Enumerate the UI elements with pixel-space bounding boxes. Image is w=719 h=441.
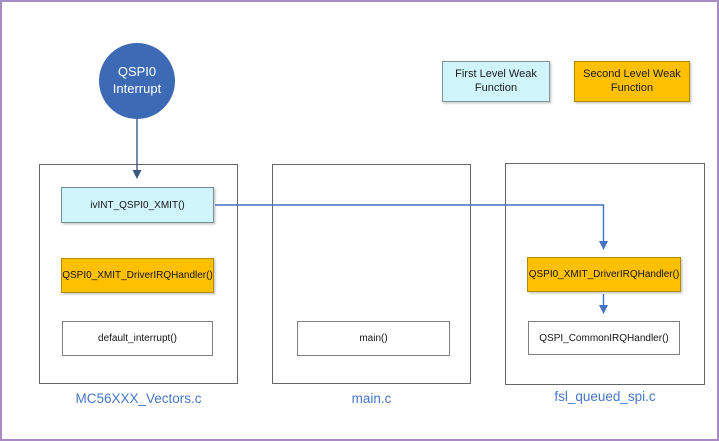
container-main — [272, 164, 471, 384]
container-fsl-queued-spi — [505, 163, 705, 385]
legend-first-level-weak-function: First Level Weak Function — [442, 61, 550, 102]
file-label-main: main.c — [351, 391, 392, 406]
file-label-mc56xxx-vectors: MC56XXX_Vectors.c — [75, 391, 202, 406]
box-qspi0-xmit-driverirqhandler-fsl: QSPI0_XMIT_DriverIRQHandler() — [527, 257, 681, 292]
legend-second-level-weak-function: Second Level Weak Function — [574, 61, 690, 102]
box-ivint-qspi0-xmit: ivINT_QSPI0_XMIT() — [61, 187, 214, 223]
box-main: main() — [297, 321, 450, 356]
container-mc56xxx-vectors — [39, 164, 238, 384]
file-label-fsl-queued-spi: fsl_queued_spi.c — [554, 389, 656, 404]
box-default-interrupt: default_interrupt() — [62, 321, 213, 356]
interrupt-source-circle: QSPI0 Interrupt — [99, 43, 175, 119]
box-qspi0-xmit-driverirqhandler-vectors: QSPI0_XMIT_DriverIRQHandler() — [61, 258, 214, 293]
box-qspi-commonirqhandler: QSPI_CommonIRQHandler() — [528, 321, 680, 355]
